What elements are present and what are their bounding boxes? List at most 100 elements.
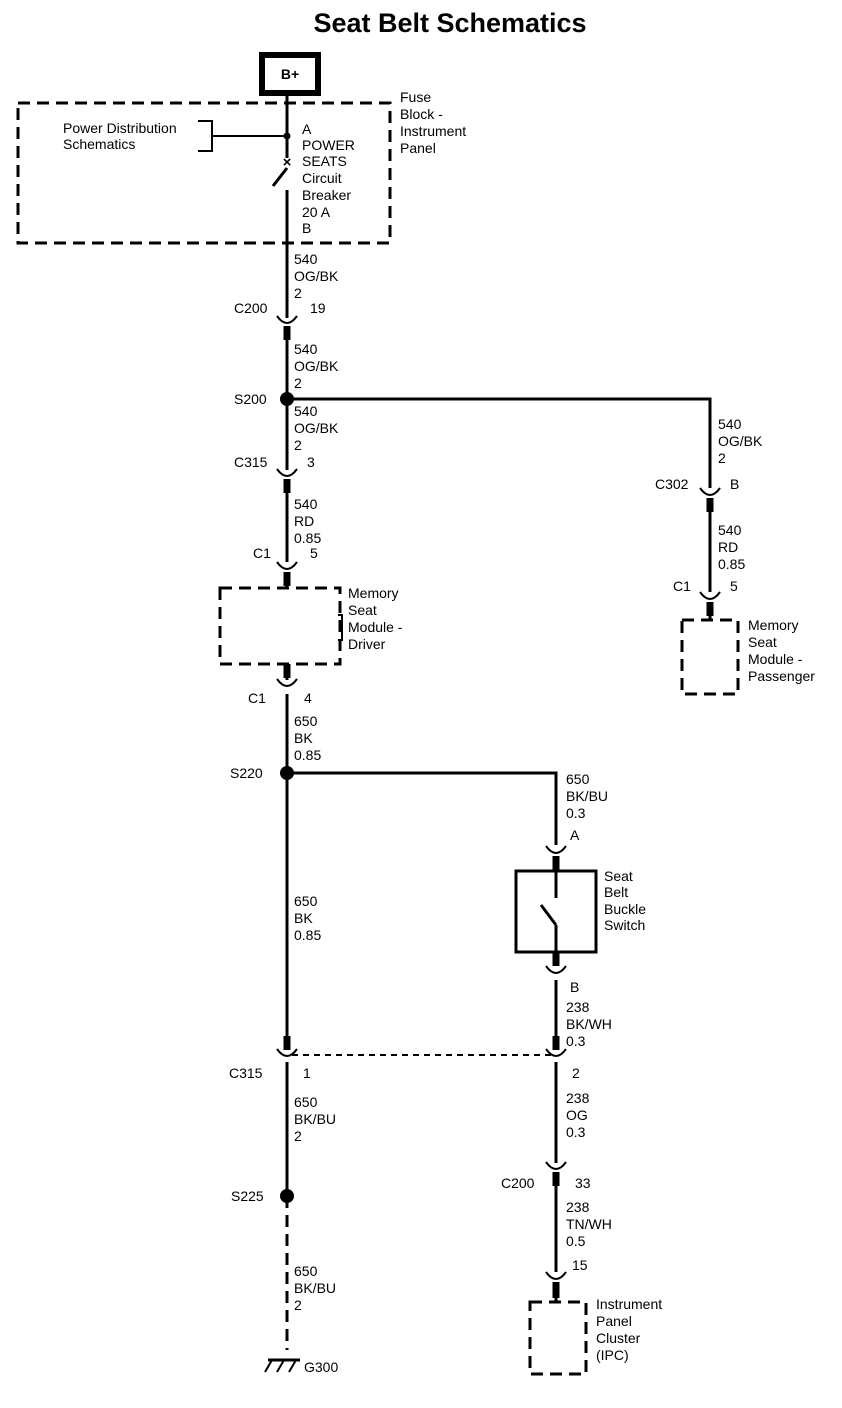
connector-c1-driver-in-name: C1 — [253, 545, 271, 561]
splice-s220-label: S220 — [230, 765, 263, 781]
svg-text:Block -: Block - — [400, 106, 443, 122]
connector-c315-top[interactable] — [276, 468, 298, 493]
connector-ipc-15[interactable] — [545, 1271, 567, 1298]
svg-text:0.3: 0.3 — [566, 1124, 586, 1140]
svg-text:2: 2 — [294, 375, 302, 391]
driver-module-box[interactable] — [218, 586, 342, 666]
svg-text:BK/BU: BK/BU — [294, 1280, 336, 1296]
svg-text:OG/BK: OG/BK — [294, 358, 339, 374]
driver-module-label: Memory Seat Module - Driver — [348, 585, 403, 652]
svg-text:0.85: 0.85 — [294, 747, 321, 763]
svg-text:238: 238 — [566, 1199, 590, 1215]
connector-switch-b[interactable] — [545, 952, 567, 974]
svg-text:2: 2 — [294, 285, 302, 301]
connector-c1-driver-out[interactable] — [276, 664, 298, 687]
svg-text:TN/WH: TN/WH — [566, 1216, 612, 1232]
svg-text:POWER: POWER — [302, 137, 355, 153]
svg-text:OG/BK: OG/BK — [718, 433, 763, 449]
svg-text:650: 650 — [566, 771, 590, 787]
connector-c315-bottom-right[interactable] — [545, 1036, 567, 1057]
wire-label-w9: 650 BK 0.85 — [294, 893, 321, 943]
svg-text:Cluster: Cluster — [596, 1330, 641, 1346]
svg-text:2: 2 — [718, 450, 726, 466]
wire-540-passenger-branch — [287, 397, 712, 488]
wire-label-w2: 540 OG/BK 2 — [294, 341, 339, 391]
connector-c315-bottom-left-name: C315 — [229, 1065, 263, 1081]
connector-c1-driver-in[interactable] — [276, 561, 298, 586]
svg-text:Instrument: Instrument — [400, 123, 466, 139]
svg-text:Seat: Seat — [748, 634, 777, 650]
circuit-breaker-label: A POWER SEATS Circuit Breaker 20 A B — [302, 121, 355, 236]
svg-text:Breaker: Breaker — [302, 187, 351, 203]
ground-icon — [264, 1358, 300, 1373]
connector-c200-top[interactable] — [276, 315, 298, 340]
svg-text:2: 2 — [294, 1297, 302, 1313]
svg-text:Driver: Driver — [348, 636, 386, 652]
connector-c200-bottom[interactable] — [545, 1161, 567, 1186]
svg-text:Panel: Panel — [596, 1313, 632, 1329]
passenger-module-box[interactable] — [680, 618, 740, 696]
connector-switch-a[interactable] — [545, 845, 567, 872]
page-title: Seat Belt Schematics — [313, 8, 586, 38]
svg-text:650: 650 — [294, 893, 318, 909]
wire-label-w6: 540 RD 0.85 — [718, 522, 745, 572]
svg-text:0.85: 0.85 — [294, 530, 321, 546]
svg-text:Memory: Memory — [348, 585, 399, 601]
connector-c1-driver-out-pin: 4 — [304, 690, 312, 706]
svg-text:B: B — [302, 220, 311, 236]
svg-text:Module -: Module - — [748, 651, 803, 667]
svg-text:RD: RD — [718, 539, 738, 555]
svg-text:650: 650 — [294, 1263, 318, 1279]
connector-c1-passenger-pin: 5 — [730, 578, 738, 594]
svg-text:20 A: 20 A — [302, 204, 331, 220]
svg-text:540: 540 — [294, 341, 318, 357]
wire-650-switch-branch — [287, 771, 558, 845]
svg-text:Passenger: Passenger — [748, 668, 815, 684]
connector-ipc-15-pin: 15 — [572, 1257, 588, 1273]
splice-s225-dot[interactable] — [280, 1189, 294, 1203]
svg-text:OG: OG — [566, 1107, 588, 1123]
svg-text:Switch: Switch — [604, 917, 645, 933]
splice-s200-dot[interactable] — [280, 392, 294, 406]
connector-switch-a-pin: A — [570, 827, 580, 843]
svg-text:Power Distribution: Power Distribution — [63, 120, 177, 136]
svg-text:540: 540 — [294, 403, 318, 419]
wire-label-w5: 540 OG/BK 2 — [718, 416, 763, 466]
wire-label-w7: 650 BK 0.85 — [294, 713, 321, 763]
ipc-box[interactable] — [528, 1300, 588, 1376]
svg-text:0.5: 0.5 — [566, 1233, 586, 1249]
connector-c1-driver-out-name: C1 — [248, 690, 266, 706]
connector-c1-passenger-name: C1 — [673, 578, 691, 594]
svg-text:OG/BK: OG/BK — [294, 420, 339, 436]
wire-label-w1: 540 OG/BK 2 — [294, 251, 339, 301]
connector-c315-bottom-left[interactable] — [276, 1036, 298, 1057]
svg-text:2: 2 — [294, 1128, 302, 1144]
connector-c1-passenger[interactable] — [699, 591, 721, 616]
connector-c200-top-pin: 19 — [310, 300, 326, 316]
svg-text:BK/WH: BK/WH — [566, 1016, 612, 1032]
svg-text:BK/BU: BK/BU — [294, 1111, 336, 1127]
connector-c302-pin: B — [730, 476, 739, 492]
power-distribution-reference[interactable]: Power Distribution Schematics — [63, 120, 287, 152]
svg-text:BK: BK — [294, 910, 313, 926]
svg-text:×: × — [283, 154, 292, 171]
connector-c315-bottom-right-pin: 2 — [572, 1065, 580, 1081]
svg-text:540: 540 — [718, 522, 742, 538]
connector-c200-bottom-name: C200 — [501, 1175, 535, 1191]
svg-text:Fuse: Fuse — [400, 89, 431, 105]
connector-c302[interactable] — [699, 487, 721, 512]
connector-c315-top-name: C315 — [234, 454, 268, 470]
driver-module-bracket — [338, 614, 343, 641]
connector-c1-driver-in-pin: 5 — [310, 545, 318, 561]
wire-label-w8: 650 BK/BU 0.3 — [566, 771, 608, 821]
splice-s220-dot[interactable] — [280, 766, 294, 780]
buckle-switch-label: Seat Belt Buckle Switch — [604, 868, 646, 933]
svg-text:650: 650 — [294, 713, 318, 729]
svg-text:540: 540 — [294, 496, 318, 512]
connector-c302-name: C302 — [655, 476, 689, 492]
buckle-switch-symbol — [539, 871, 558, 952]
svg-text:Module -: Module - — [348, 619, 403, 635]
ipc-label: Instrument Panel Cluster (IPC) — [596, 1296, 662, 1363]
wire-label-w3: 540 OG/BK 2 — [294, 403, 339, 453]
svg-text:Seat: Seat — [604, 868, 633, 884]
